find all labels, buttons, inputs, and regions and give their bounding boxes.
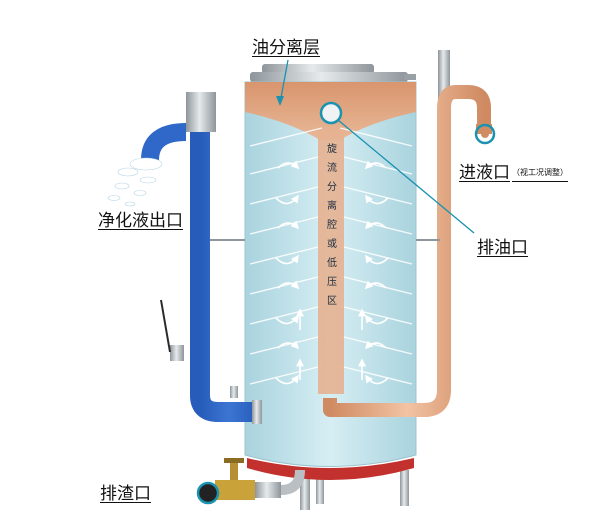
- vortex-zone-char: 分: [327, 182, 337, 193]
- inlet-pipe: [323, 50, 492, 417]
- vortex-zone-char: 低: [327, 258, 337, 269]
- vortex-zone-char: 离: [327, 201, 337, 212]
- label-inlet-note: （视工况调整）: [512, 168, 568, 177]
- central-vortex-column: [318, 132, 344, 394]
- sludge-layer: [247, 458, 414, 480]
- baffle-cones: [249, 127, 413, 385]
- vortex-zone-char: 腔: [327, 220, 337, 231]
- tank-legs: [300, 470, 409, 510]
- callout-oil-drain: [319, 101, 475, 234]
- label-inlet: 进液口（视工况调整）: [459, 165, 568, 182]
- vortex-zone-char: 流: [327, 163, 337, 174]
- purified-outlet-pipe: [141, 92, 262, 424]
- oil-layer-leader: [276, 59, 289, 106]
- tank-lid: [250, 64, 416, 82]
- vortex-zone-char: 或: [327, 239, 337, 250]
- flow-arrows: [275, 160, 389, 385]
- sludge-drain-valve: [215, 458, 305, 500]
- vortex-zone-char: 区: [327, 296, 337, 307]
- outlet-valve: [160, 299, 184, 361]
- label-oil-drain: 排油口: [477, 238, 528, 258]
- callout-sludge: [196, 481, 220, 505]
- label-sludge-drain: 排渣口: [100, 484, 151, 504]
- vortex-zone-char: 旋: [327, 144, 337, 155]
- vortex-zone-label: 旋流分离腔或低压区: [324, 140, 340, 311]
- label-oil-separation-layer: 油分离层: [252, 38, 320, 58]
- label-inlet-text: 进液口: [459, 163, 510, 183]
- discharge-spray: [107, 157, 163, 207]
- label-purified-outlet: 净化液出口: [98, 211, 183, 231]
- callout-inlet: [474, 123, 496, 145]
- vortex-zone-char: 压: [327, 277, 337, 288]
